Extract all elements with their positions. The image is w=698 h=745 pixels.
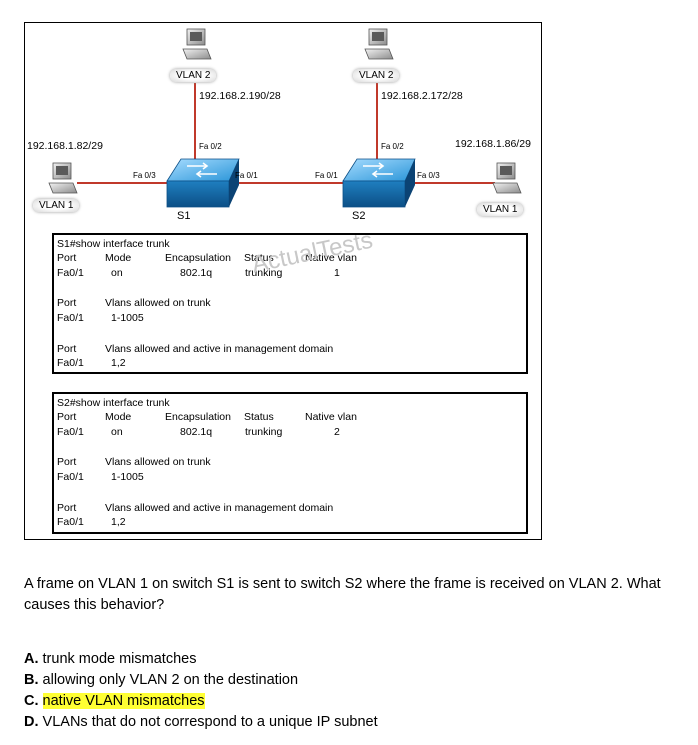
col-header: Port	[57, 502, 77, 514]
switch-s2-icon	[342, 158, 416, 208]
answer-option-a[interactable]: A. trunk mode mismatches	[24, 651, 196, 667]
col-header: Port	[57, 411, 77, 423]
ip-top-right: 192.168.2.172/28	[381, 90, 463, 102]
answer-text: VLANs that do not correspond to a unique…	[42, 714, 378, 730]
port-label-s1-fa02: Fa 0/2	[199, 142, 222, 151]
s2-command: S2#show interface trunk	[57, 397, 170, 409]
answer-letter: C.	[24, 693, 39, 709]
answer-text: allowing only VLAN 2 on the destination	[42, 672, 299, 688]
col-header: Vlans allowed and active in management d…	[105, 343, 334, 355]
col-header: Encapsulation	[165, 411, 231, 423]
switch-name-s1: S1	[177, 210, 191, 222]
cell-value: 1-1005	[111, 312, 144, 324]
pc-icon	[182, 28, 212, 60]
col-header: Port	[57, 456, 77, 468]
cell-value: trunking	[245, 426, 283, 438]
vlan-badge-right: VLAN 1	[477, 203, 524, 216]
col-header: Vlans allowed on trunk	[105, 297, 211, 309]
col-header: Status	[244, 411, 274, 423]
col-header: Port	[57, 297, 77, 309]
pc-icon	[492, 162, 522, 194]
cell-value: on	[111, 267, 123, 279]
cell-value: 1-1005	[111, 471, 144, 483]
answer-letter: B.	[24, 672, 39, 688]
cell-value: trunking	[245, 267, 283, 279]
ip-right: 192.168.1.86/29	[455, 138, 531, 150]
cell-value: 1,2	[111, 516, 126, 528]
ip-left: 192.168.1.82/29	[27, 140, 103, 152]
vlan-badge-left: VLAN 1	[33, 199, 80, 212]
switch-s1-icon	[166, 158, 240, 208]
switch-name-s2: S2	[352, 210, 366, 222]
cell-value: 1,2	[111, 357, 126, 369]
s1-command: S1#show interface trunk	[57, 238, 170, 250]
answer-option-d[interactable]: D. VLANs that do not correspond to a uni…	[24, 714, 378, 730]
col-header: Mode	[105, 411, 132, 423]
native-vlan-s1: 1	[334, 267, 340, 279]
cell-value: Fa0/1	[57, 357, 84, 369]
s2-trunk-output: S2#show interface trunk Port Mode Encaps…	[52, 392, 528, 534]
question-text: A frame on VLAN 1 on switch S1 is sent t…	[24, 576, 661, 613]
pc-icon	[364, 28, 394, 60]
col-header: Encapsulation	[165, 252, 231, 264]
answer-letter: D.	[24, 714, 39, 730]
col-header: Port	[57, 252, 77, 264]
col-header: Port	[57, 343, 77, 355]
answer-text-highlighted: native VLAN mismatches	[42, 693, 205, 709]
s1-trunk-output: S1#show interface trunk Port Mode Encaps…	[52, 233, 528, 374]
answer-letter: A.	[24, 651, 39, 667]
native-vlan-s2: 2	[334, 426, 340, 438]
vlan-badge-top-left: VLAN 2	[170, 69, 217, 82]
network-links	[77, 83, 495, 184]
port-label-s1-fa03: Fa 0/3	[133, 171, 156, 180]
answer-option-b[interactable]: B. allowing only VLAN 2 on the destinati…	[24, 672, 298, 688]
col-header: Vlans allowed on trunk	[105, 456, 211, 468]
cell-value: 802.1q	[180, 267, 213, 279]
answer-option-c[interactable]: C. native VLAN mismatches	[24, 693, 205, 709]
port-label-s2-fa01: Fa 0/1	[315, 171, 338, 180]
col-header: Vlans allowed and active in management d…	[105, 502, 334, 514]
col-header: Native vlan	[305, 411, 357, 423]
cell-value: 802.1q	[180, 426, 213, 438]
cell-value: Fa0/1	[57, 471, 84, 483]
ip-top-left: 192.168.2.190/28	[199, 90, 281, 102]
cell-value: Fa0/1	[57, 312, 84, 324]
cell-value: Fa0/1	[57, 516, 84, 528]
pc-icon	[48, 162, 78, 194]
col-header: Status	[244, 252, 274, 264]
topology-svg	[48, 28, 522, 208]
network-diagram: VLAN 2 VLAN 2 VLAN 1 VLAN 1 192.168.2.19…	[24, 22, 542, 540]
port-label-s2-fa03: Fa 0/3	[417, 171, 440, 180]
col-header: Native vlan	[305, 252, 357, 264]
cell-value: Fa0/1	[57, 426, 84, 438]
answer-text: trunk mode mismatches	[42, 651, 197, 667]
port-label-s2-fa02: Fa 0/2	[381, 142, 404, 151]
port-label-s1-fa01: Fa 0/1	[235, 171, 258, 180]
col-header: Mode	[105, 252, 132, 264]
cell-value: Fa0/1	[57, 267, 84, 279]
cell-value: on	[111, 426, 123, 438]
vlan-badge-top-right: VLAN 2	[353, 69, 400, 82]
